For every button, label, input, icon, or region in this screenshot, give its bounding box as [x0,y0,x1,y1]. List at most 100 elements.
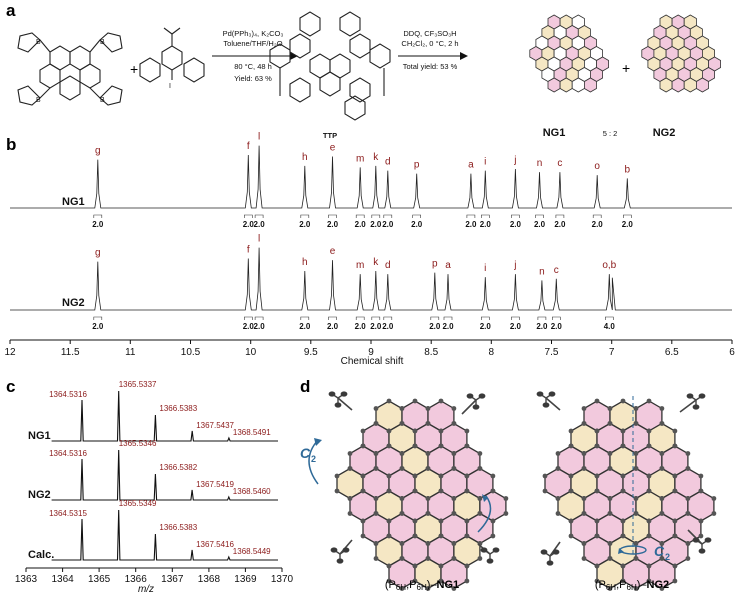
nmr-peak-label: a [468,160,474,171]
atom [659,556,665,561]
atom [685,556,691,561]
nmr-integral-value: 2.0 [510,322,522,331]
atom [425,496,431,501]
svg-text:2: 2 [665,552,670,562]
atom [672,488,678,494]
thermal-ellipsoid [342,547,350,553]
nmr-integral-bracket [355,214,365,218]
panel-label-d: d [300,377,310,396]
nmr-peak-label: m [356,153,364,164]
atom [464,488,470,494]
nmr-series-name-ng1: NG1 [62,196,85,208]
panel-label-c: c [6,377,15,396]
c2-axis-ng2: C 2 [618,396,670,562]
atom [542,473,548,479]
atom [412,533,418,539]
atom [386,473,392,479]
atom [607,556,613,561]
atom [477,466,483,471]
nmr-integral-value: 2.0 [254,220,266,229]
atom [659,406,665,411]
atom [386,533,392,539]
substituent-bond [339,539,353,555]
atom [399,496,405,501]
atom [425,586,431,591]
atom [568,518,574,524]
hex-ring [584,77,597,93]
nmr-integral-bracket [511,214,520,218]
nmr-peak-label: c [557,158,562,169]
nmr-integral-value: 2.0 [510,220,522,229]
nmr-peak-label: d [385,157,391,168]
atom [672,473,678,479]
step2-yield: Total yield: 53 % [403,62,458,71]
nmr-integral-bracket [371,214,381,218]
thermal-ellipsoid [328,391,336,397]
nmr-integral-bracket [355,316,365,320]
atom [646,533,652,539]
atom [451,541,457,546]
atom [594,518,600,524]
atom [633,586,639,591]
svg-text:I: I [169,83,171,90]
ms-x-tick-label: 1364 [51,574,74,585]
step2-reagents: DDQ, CF₃SO₃H [403,29,456,38]
nmr-peak-label: k [373,152,379,163]
nmr-integral-bracket [254,214,264,218]
atom [633,451,639,456]
nmr-integral-value: 2.0 [370,220,382,229]
nmr-peak-label: f [247,141,250,152]
nmr-integral-bracket [623,214,632,218]
ttp-molecule [269,11,391,121]
nmr-integral-value: 2.0 [382,220,394,229]
thermal-ellipsoid [546,560,554,566]
atom [555,451,561,456]
atom [672,443,678,449]
nmr-peak-label: e [330,143,336,154]
nmr-integral-value: 2.0 [370,322,382,331]
atom [581,451,587,456]
atom [633,541,639,546]
hex-ring [696,77,709,93]
hex-ring [671,77,685,93]
atom [451,406,457,411]
atom [620,578,626,584]
atom [490,518,496,524]
atom [373,451,379,456]
thermal-ellipsoid [330,547,338,553]
nmr-integral-bracket [300,316,310,320]
nmr-integral-bracket [466,214,476,218]
ms-x-tick-label: 1369 [234,574,257,585]
atom [464,533,470,539]
nmr-x-tick-label: 6 [729,347,735,358]
atom [620,428,626,434]
atom [581,541,587,546]
nmr-peak-label: b [625,164,631,175]
nmr-peak-label: g [95,248,101,259]
nmr-peak-label: n [539,266,545,277]
nmr-integral-value: 4.0 [604,322,616,331]
atom [503,496,509,501]
atom [646,563,652,569]
atom [620,398,626,404]
ng1-molecule-scheme [529,14,609,93]
atom [646,443,652,449]
atom [334,473,340,479]
ms-peak-label: 1365.5337 [119,380,157,389]
nmr-integral-value: 2.0 [551,322,563,331]
hex-ring [559,77,573,93]
atom [555,466,561,471]
atom [464,443,470,449]
atom [503,511,509,516]
ms-peak-label: 1364.5316 [49,390,87,399]
atom [594,443,600,449]
atom [594,488,600,494]
panel-c-mass-spectra: c NG11364.53161365.53371366.53831367.543… [6,377,294,595]
nmr-integral-bracket [93,214,103,218]
ng1-structure-caption: (P6H,P6H)–NG1 [385,579,459,592]
atom [633,466,639,471]
nmr-integral-bracket [300,214,310,218]
atom [607,541,613,546]
nmr-peak-label: j [513,260,516,271]
substituent-bond [545,397,561,411]
